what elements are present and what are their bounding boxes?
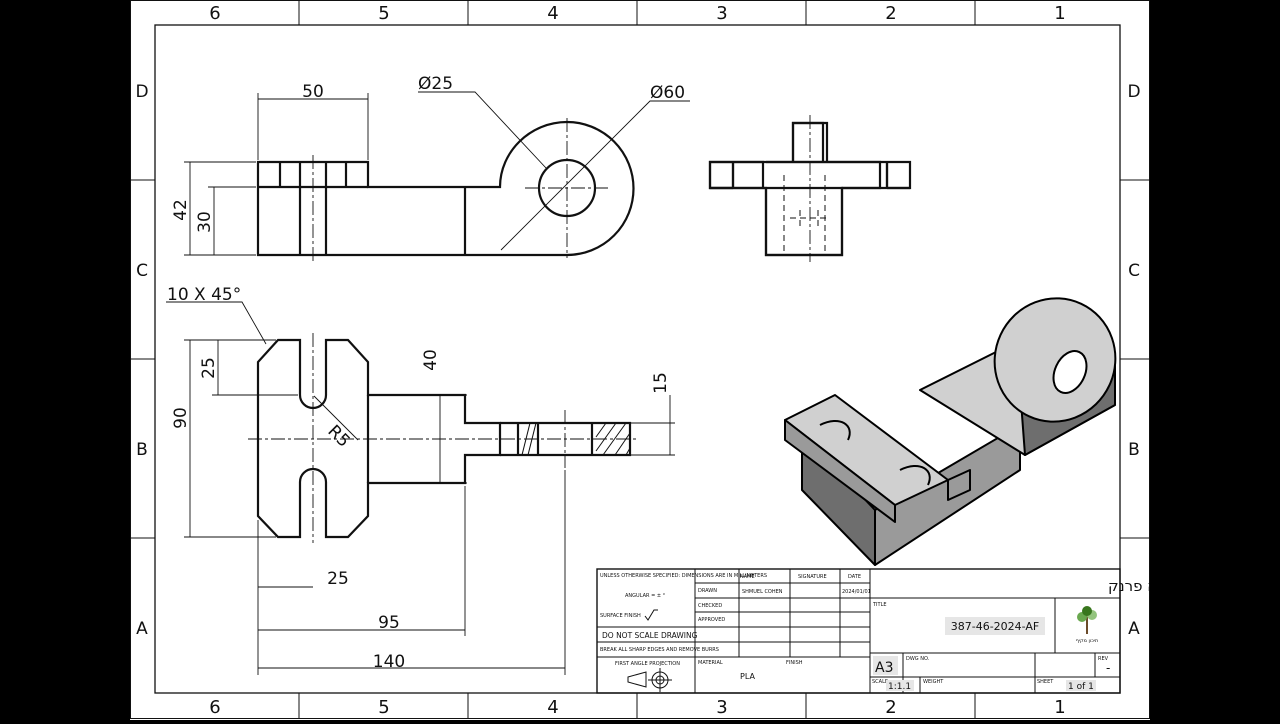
label-material: MATERIAL bbox=[698, 660, 723, 666]
dim-chamfer: 10 X 45° bbox=[167, 285, 241, 305]
dim-length-mid: 95 bbox=[378, 613, 400, 633]
isometric-view bbox=[784, 297, 1117, 566]
iso-ring-face bbox=[993, 297, 1117, 423]
zone-col-5-bottom: 5 bbox=[378, 697, 389, 718]
dim-bore-diameter: Ø25 bbox=[418, 74, 453, 94]
side-view bbox=[708, 115, 912, 262]
dim-length-total: 140 bbox=[373, 652, 405, 672]
logo-text: תיכון מקיף bbox=[1076, 638, 1099, 644]
note-tolerance: ANGULAR = ± ° bbox=[625, 593, 666, 599]
label-finish: FINISH bbox=[786, 660, 803, 666]
label-weight: WEIGHT bbox=[923, 679, 944, 685]
drawn-date: 2024/01/01 bbox=[842, 589, 871, 595]
school-logo: תיכון מקיף bbox=[1076, 606, 1099, 644]
iso-slot-1 bbox=[819, 420, 851, 441]
dim-slot-depth: 25 bbox=[199, 357, 219, 379]
zone-col-4-bottom: 4 bbox=[547, 697, 558, 718]
iso-bore-hole bbox=[1052, 350, 1088, 394]
label-dwg-no: DWG NO. bbox=[906, 656, 930, 662]
zone-row-d-right: D bbox=[1127, 82, 1140, 102]
zone-col-1-top: 1 bbox=[1054, 3, 1065, 24]
scale-highlight bbox=[886, 680, 914, 691]
front-view-dimensions: 50 42 30 Ø25 Ø60 bbox=[171, 74, 690, 256]
drawing-number-highlight bbox=[945, 617, 1045, 635]
title-block: UNLESS OTHERWISE SPECIFIED: DIMENSIONS A… bbox=[596, 568, 1277, 694]
top-view-dimensions: 10 X 45° 90 25 40 15 R5 25 95 140 bbox=[166, 285, 675, 675]
zone-row-a-left: A bbox=[136, 619, 148, 639]
dim-outer-diameter: Ø60 bbox=[650, 83, 685, 103]
zone-row-c-right: C bbox=[1128, 261, 1140, 281]
drawn-name: SHMUEL COHEN bbox=[742, 589, 783, 595]
iso-face-slab-edge bbox=[784, 419, 896, 523]
zone-row-b-left: B bbox=[136, 440, 148, 460]
dim-overall-width: 90 bbox=[171, 407, 191, 429]
label-approved: APPROVED bbox=[698, 617, 725, 623]
zone-col-5-top: 5 bbox=[378, 3, 389, 24]
rev-value: - bbox=[1106, 661, 1110, 675]
zone-col-3-top: 3 bbox=[716, 3, 727, 24]
zone-row-b-right: B bbox=[1128, 440, 1140, 460]
note-general: UNLESS OTHERWISE SPECIFIED: DIMENSIONS A… bbox=[600, 573, 767, 579]
label-sheet: SHEET bbox=[1037, 679, 1054, 685]
size-highlight bbox=[873, 656, 898, 675]
dim-radius: R5 bbox=[323, 421, 353, 451]
zone-col-6-top: 6 bbox=[209, 3, 220, 24]
header-date: DATE bbox=[848, 574, 861, 580]
note-do-not-scale: DO NOT SCALE DRAWING bbox=[602, 631, 698, 640]
material-value: PLA bbox=[740, 672, 755, 681]
scale-value: 1:1.1 bbox=[888, 682, 911, 692]
surface-finish-symbol bbox=[644, 609, 658, 621]
sheet-highlight bbox=[1066, 680, 1096, 691]
top-view bbox=[248, 333, 638, 543]
drawing-number: 387-46-2024-AF bbox=[951, 620, 1040, 633]
zone-col-6-bottom: 6 bbox=[209, 697, 220, 718]
zone-col-4-top: 4 bbox=[547, 3, 558, 24]
zone-col-1-bottom: 1 bbox=[1054, 697, 1065, 718]
front-view bbox=[256, 118, 635, 262]
dim-height-total: 42 bbox=[171, 199, 191, 221]
zone-ticks bbox=[130, 0, 1150, 719]
dim-pin-diameter: 15 bbox=[651, 372, 671, 394]
header-name: NAME bbox=[740, 574, 755, 580]
label-scale: SCALE bbox=[872, 679, 888, 685]
zone-row-c-left: C bbox=[136, 261, 148, 281]
note-projection: FIRST ANGLE PROJECTION bbox=[615, 661, 680, 667]
zone-col-2-bottom: 2 bbox=[885, 697, 896, 718]
label-rev: REV bbox=[1098, 656, 1109, 662]
sheet-value: 1 of 1 bbox=[1068, 682, 1094, 692]
iso-slot-2 bbox=[899, 465, 931, 486]
technical-drawing: 6 5 4 3 2 1 6 5 4 3 2 1 D C B A D C B A bbox=[130, 0, 1277, 719]
dim-neck-height: 40 bbox=[421, 349, 441, 371]
zone-col-2-top: 2 bbox=[885, 3, 896, 24]
projection-symbol bbox=[627, 668, 672, 692]
dim-height-base: 30 bbox=[195, 211, 215, 233]
zone-row-a-right: A bbox=[1128, 619, 1140, 639]
note-surface-finish: SURFACE FINISH bbox=[600, 613, 641, 619]
label-drawn: DRAWN bbox=[698, 588, 717, 594]
label-checked: CHECKED bbox=[698, 603, 722, 609]
sheet-size: A3 bbox=[875, 660, 893, 676]
label-title: TITLE bbox=[872, 602, 887, 608]
dim-top-width: 50 bbox=[302, 82, 324, 102]
drawing-sheet: 6 5 4 3 2 1 6 5 4 3 2 1 D C B A D C B A bbox=[130, 0, 1277, 720]
school-name: תיכון מקיף ע"ש אנה פרנק bbox=[1108, 577, 1150, 595]
header-signature: SIGNATURE bbox=[798, 574, 827, 580]
zone-col-3-bottom: 3 bbox=[716, 697, 727, 718]
iso-face-step bbox=[947, 469, 971, 501]
zone-row-d-left: D bbox=[135, 82, 148, 102]
dim-slot-offset: 25 bbox=[327, 569, 349, 589]
note-break-edges: BREAK ALL SHARP EDGES AND REMOVE BURRS bbox=[600, 647, 719, 653]
